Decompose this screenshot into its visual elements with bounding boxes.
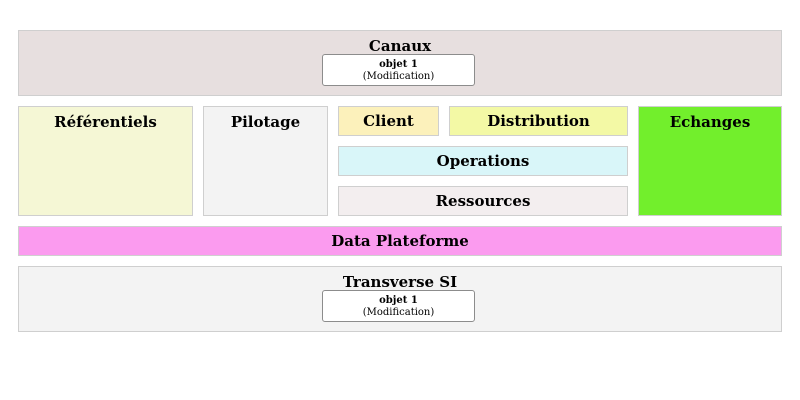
data-plateforme-block: Data Plateforme <box>18 226 782 256</box>
canaux-object-detail: (Modification) <box>362 71 435 82</box>
pilotage-block: Pilotage <box>203 106 328 216</box>
referentiels-title: Référentiels <box>54 113 157 131</box>
canaux-object-name: objet 1 <box>379 59 418 70</box>
echanges-block: Echanges <box>638 106 782 216</box>
transverse-object-name: objet 1 <box>379 295 418 306</box>
ressources-block: Ressources <box>338 186 628 216</box>
transverse-si-title: Transverse SI <box>342 273 458 291</box>
transverse-object-card[interactable]: objet 1 (Modification) <box>322 290 475 322</box>
pilotage-title: Pilotage <box>230 113 301 131</box>
distribution-title: Distribution <box>487 112 590 130</box>
data-plateforme-title: Data Plateforme <box>331 232 469 250</box>
referentiels-block: Référentiels <box>18 106 193 216</box>
client-title: Client <box>363 112 414 130</box>
distribution-block: Distribution <box>449 106 628 136</box>
canaux-block: Canaux objet 1 (Modification) <box>18 30 782 96</box>
canaux-object-card[interactable]: objet 1 (Modification) <box>322 54 475 86</box>
operations-block: Operations <box>338 146 628 176</box>
echanges-title: Echanges <box>669 113 751 131</box>
operations-title: Operations <box>436 152 530 170</box>
client-block: Client <box>338 106 439 136</box>
canaux-title: Canaux <box>368 37 432 55</box>
transverse-object-detail: (Modification) <box>362 307 435 318</box>
transverse-si-block: Transverse SI objet 1 (Modification) <box>18 266 782 332</box>
ressources-title: Ressources <box>435 192 531 210</box>
